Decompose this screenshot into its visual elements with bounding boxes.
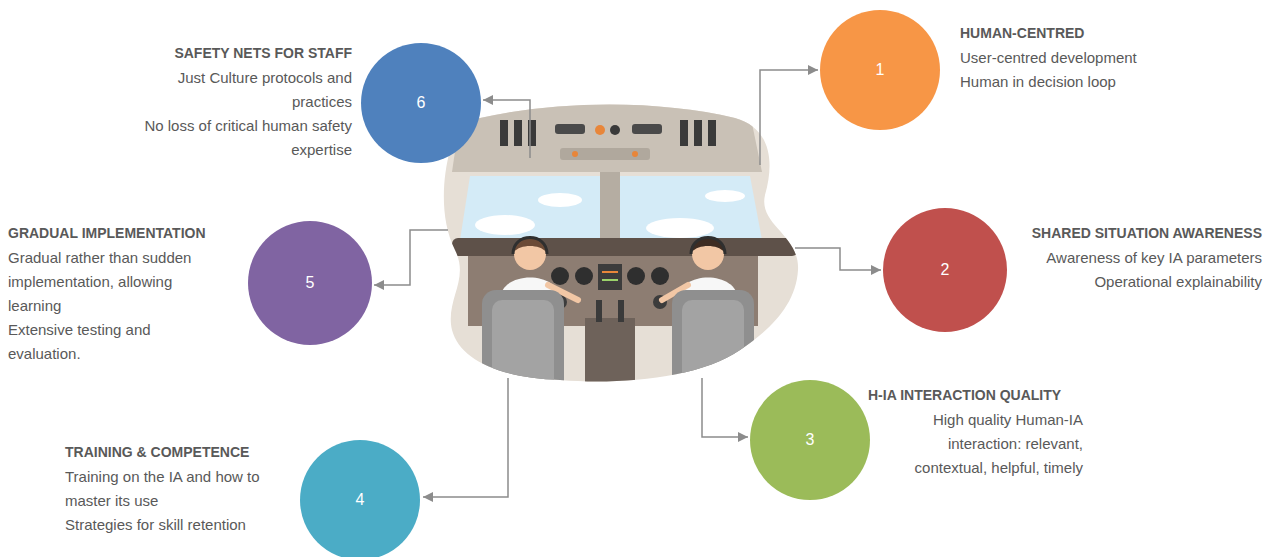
instrument-dial (627, 267, 645, 285)
seat-cushion (682, 300, 744, 390)
instrument-dial (575, 267, 593, 285)
numbered-circle: 3H-IA INTERACTION QUALITYHigh quality Hu… (750, 380, 870, 500)
text-block: SAFETY NETS FOR STAFF Just Culture protoc… (130, 43, 352, 162)
text-block: HUMAN-CENTRED User-centred developmentHum… (960, 23, 1260, 94)
leader-line (483, 100, 530, 158)
principle-description: High quality Human-IA interaction: relev… (883, 408, 1083, 480)
leader-line (760, 70, 818, 165)
principle-heading: TRAINING & COMPETENCE (65, 442, 295, 462)
panel-display (555, 124, 585, 134)
screen-line (602, 279, 618, 281)
center-pedestal (585, 318, 635, 393)
cloud (538, 193, 582, 207)
headset (513, 238, 547, 255)
callout-number: 1 (820, 10, 940, 130)
panel-knob (610, 125, 620, 135)
callout-number: 4 (300, 440, 420, 557)
glareshield (452, 238, 798, 256)
principle-description: No loss of critical human safety experti… (137, 114, 352, 162)
panel-display (632, 124, 662, 134)
principle-description: Strategies for skill retention (65, 513, 285, 537)
principle-description: User-centred development (960, 46, 1260, 70)
screen-line (602, 271, 618, 273)
numbered-circle: 2SHARED SITUATION AWARENESSAwareness of … (883, 208, 1007, 332)
instrument-screen (598, 264, 622, 290)
pilot-seat (482, 290, 564, 400)
principle-description: Operational explainability (962, 270, 1262, 294)
panel-strip (560, 148, 650, 160)
panel-switch (708, 120, 716, 146)
callout-number: 2 (883, 208, 1007, 332)
principle-heading: SHARED SITUATION AWARENESS (962, 223, 1262, 243)
callout-number: 5 (248, 221, 372, 345)
callout-number: 3 (750, 380, 870, 500)
panel-switch (514, 120, 522, 146)
leader-line (702, 378, 748, 437)
principle-heading: HUMAN-CENTRED (960, 23, 1260, 43)
leader-line (423, 378, 508, 497)
cloud (646, 218, 714, 238)
numbered-circle: 1HUMAN-CENTREDUser-centred developmentHu… (820, 10, 940, 130)
throttle-lever (596, 300, 602, 322)
cloud (475, 215, 535, 235)
left-window (460, 176, 600, 240)
principle-description: Just Culture protocols and practices (137, 66, 352, 114)
numbered-circle: 6SAFETY NETS FOR STAFFJust Culture proto… (361, 43, 481, 163)
text-block: SHARED SITUATION AWARENESS Awareness of k… (962, 223, 1262, 294)
panel-light (572, 151, 578, 157)
instrument-dial (651, 267, 669, 285)
panel-light (632, 151, 638, 157)
pilot-seat (672, 290, 754, 400)
numbered-circle: 4TRAINING & COMPETENCETraining on the IA… (300, 440, 420, 557)
pilot-head (514, 238, 546, 270)
principle-description: Gradual rather than sudden implementatio… (8, 246, 208, 318)
numbered-circle: 5GRADUAL IMPLEMENTATIONGradual rather th… (248, 221, 372, 345)
principle-heading: GRADUAL IMPLEMENTATION (8, 223, 238, 243)
principle-description: Training on the IA and how to master its… (65, 465, 285, 513)
panel-switch (500, 120, 508, 146)
cockpit-illustration (430, 95, 810, 400)
text-block: H-IA INTERACTION QUALITY High quality Hum… (868, 385, 1083, 480)
principle-heading: H-IA INTERACTION QUALITY (868, 385, 1083, 405)
panel-switch (680, 120, 688, 146)
principle-description: Human in decision loop (960, 70, 1260, 94)
callout-number: 6 (361, 43, 481, 163)
leader-line (374, 230, 448, 285)
throttle-lever (618, 300, 624, 322)
seat-cushion (492, 300, 554, 390)
text-block: GRADUAL IMPLEMENTATION Gradual rather tha… (8, 223, 238, 366)
instrument-dial (551, 267, 569, 285)
principle-description: Awareness of key IA parameters (962, 246, 1262, 270)
leader-line (795, 248, 881, 270)
pilot-hair (514, 237, 546, 252)
pilot-hair (692, 237, 724, 252)
pilot-head (692, 238, 724, 270)
panel-light (595, 125, 605, 135)
window-pillar (600, 172, 620, 244)
panel-switch (528, 120, 536, 146)
principle-heading: SAFETY NETS FOR STAFF (130, 43, 352, 63)
headset (691, 238, 725, 255)
overhead-panel (452, 104, 762, 172)
panel-switch (694, 120, 702, 146)
cloud (705, 190, 745, 202)
principle-description: Extensive testing and evaluation. (8, 318, 208, 366)
text-block: TRAINING & COMPETENCE Training on the IA … (65, 442, 295, 537)
right-window (620, 176, 762, 240)
